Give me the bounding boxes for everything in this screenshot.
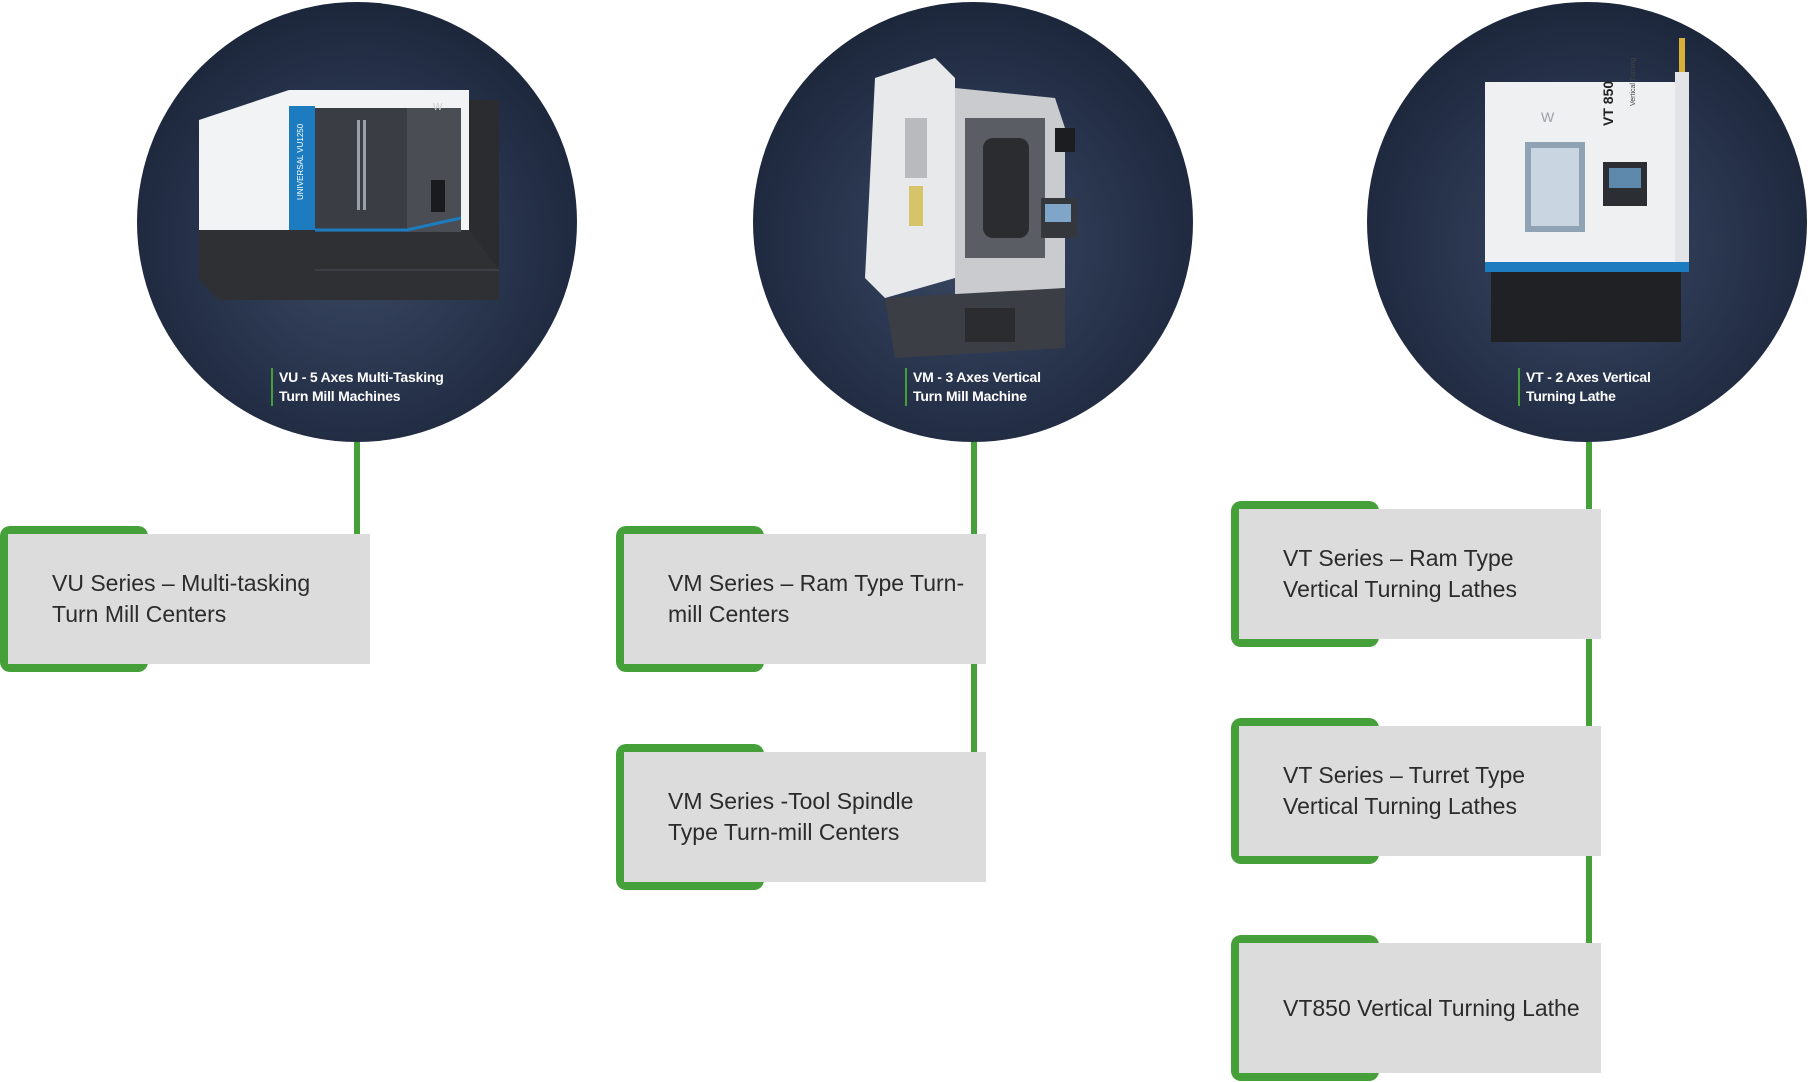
vm-connector-top: [971, 442, 977, 534]
vm-tool-spindle-label: VM Series -Tool Spindle Type Turn-mill C…: [668, 788, 914, 845]
vt850-node[interactable]: VT850 Vertical Turning Lathe: [1231, 935, 1601, 1081]
vu-machine-circle[interactable]: UNIVERSAL VU1250 W VU - 5 Axes Multi-Tas…: [137, 2, 577, 442]
vu-circle-caption: VU - 5 Axes Multi-Tasking Turn Mill Mach…: [271, 368, 444, 406]
vm-ram-node[interactable]: VM Series – Ram Type Turn-mill Centers: [616, 526, 986, 672]
vt-ram-label: VT Series – Ram Type Vertical Turning La…: [1283, 545, 1517, 602]
vt-circle-caption: VT - 2 Axes Vertical Turning Lathe: [1518, 368, 1651, 406]
vm-ram-label: VM Series – Ram Type Turn-mill Centers: [668, 570, 965, 627]
vu-machine-image: UNIVERSAL VU1250 W: [199, 90, 499, 300]
vt-machine-circle[interactable]: VT 850 Vertical Turning W VT - 2 Axes Ve…: [1367, 2, 1807, 442]
vt-turret-node[interactable]: VT Series – Turret Type Vertical Turning…: [1231, 718, 1601, 864]
vt-model-text: VT 850: [1600, 81, 1616, 126]
vt-connector-mid1: [1586, 638, 1592, 728]
vt-ram-node[interactable]: VT Series – Ram Type Vertical Turning La…: [1231, 501, 1601, 647]
vm-connector-mid: [971, 664, 977, 754]
svg-text:W: W: [433, 102, 443, 113]
product-column-vt: VT 850 Vertical Turning W VT - 2 Axes Ve…: [1231, 0, 1810, 1082]
vt850-label: VT850 Vertical Turning Lathe: [1283, 994, 1580, 1021]
vm-machine-circle[interactable]: VM - 3 Axes Vertical Turn Mill Machine: [753, 2, 1193, 442]
vt-machine-image: VT 850 Vertical Turning W: [1485, 38, 1689, 342]
vt-connector-mid2: [1586, 856, 1592, 946]
vu-series-label: VU Series – Multi-tasking Turn Mill Cent…: [52, 570, 311, 627]
vu-series-node[interactable]: VU Series – Multi-tasking Turn Mill Cent…: [0, 526, 370, 672]
product-column-vm: VM - 3 Axes Vertical Turn Mill Machine V…: [616, 0, 1236, 1082]
vt-turret-label: VT Series – Turret Type Vertical Turning…: [1283, 762, 1526, 819]
vu-connector: [354, 442, 360, 534]
product-column-vu: UNIVERSAL VU1250 W VU - 5 Axes Multi-Tas…: [0, 0, 620, 1082]
svg-text:W: W: [1541, 109, 1555, 125]
vm-machine-image: [865, 58, 1077, 358]
vt-model-sub: Vertical Turning: [1630, 58, 1637, 106]
vm-tool-spindle-node[interactable]: VM Series -Tool Spindle Type Turn-mill C…: [616, 744, 986, 890]
vt-connector-top: [1586, 442, 1592, 510]
vm-circle-caption: VM - 3 Axes Vertical Turn Mill Machine: [905, 368, 1041, 406]
vu-badge-text: UNIVERSAL VU1250: [296, 123, 305, 200]
